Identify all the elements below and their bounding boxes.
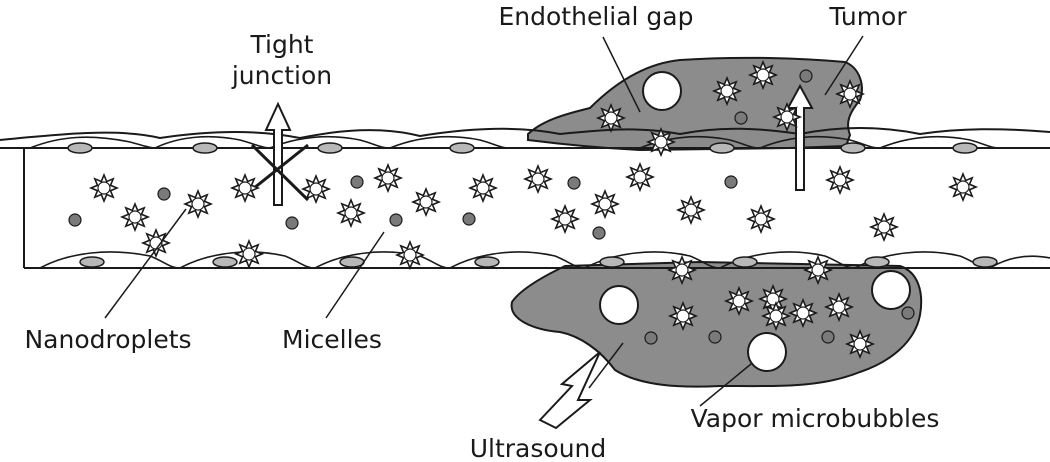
nanodroplet-core xyxy=(843,87,857,101)
nanodroplet-core xyxy=(877,220,891,234)
nanodroplet-core xyxy=(732,294,746,308)
tight-junction-label-line1: Tight xyxy=(250,30,314,59)
nanodroplet-core xyxy=(720,84,734,98)
micelle xyxy=(350,175,364,189)
nanodroplet-core xyxy=(853,337,867,351)
micelle xyxy=(592,226,606,240)
micelle xyxy=(68,213,82,227)
nanodroplet-core xyxy=(128,210,142,224)
microbubble xyxy=(642,71,682,111)
micelle xyxy=(799,69,813,83)
nanodroplet-core xyxy=(766,292,780,306)
nanodroplet-core xyxy=(956,180,970,194)
micelles-label: Micelles xyxy=(282,325,382,354)
tight-junction-label-line2: junction xyxy=(231,61,332,90)
nanodroplet-core xyxy=(97,181,111,195)
endothelial-cells-upper xyxy=(29,135,1001,149)
nanodroplet-core xyxy=(654,135,668,149)
nanodroplet-core xyxy=(531,172,545,186)
nanodroplet-core xyxy=(381,171,395,185)
nanodroplet-core xyxy=(754,212,768,226)
vessel-wall-upper xyxy=(0,127,1050,149)
nanodroplet-core xyxy=(756,68,770,82)
nanodroplet-core xyxy=(598,197,612,211)
microbubble xyxy=(871,270,911,310)
micelle xyxy=(462,212,476,226)
nanodroplets-label: Nanodroplets xyxy=(24,325,191,354)
nanodroplet-core xyxy=(419,195,433,209)
endothelial-gap-label: Endothelial gap xyxy=(499,2,694,31)
nanodroplet-core xyxy=(604,111,618,125)
tumor-label: Tumor xyxy=(828,2,907,31)
nanodroplet-core xyxy=(476,181,490,195)
micelle xyxy=(644,331,658,345)
micelle xyxy=(734,111,748,125)
micelle xyxy=(285,216,299,230)
nanodroplet-core xyxy=(558,212,572,226)
ultrasound-label: Ultrasound xyxy=(470,434,607,462)
nanodroplet-core xyxy=(242,247,256,261)
micelle xyxy=(567,176,581,190)
nanodroplet-core xyxy=(676,309,690,323)
vapor-microbubbles-label: Vapor microbubbles xyxy=(691,404,940,433)
vessel-lumen xyxy=(24,148,1050,268)
ultrasound-bolt-icon xyxy=(538,351,601,430)
nanodroplet-core xyxy=(675,263,689,277)
tumor-region-lower xyxy=(510,260,923,388)
vapor-microbubbles xyxy=(599,71,911,372)
nuclei-lower xyxy=(79,256,998,268)
microbubble xyxy=(599,285,639,325)
nanodroplet-core xyxy=(238,181,252,195)
nanodroplet-core xyxy=(684,203,698,217)
vessel-wall-lower xyxy=(23,148,1050,269)
microbubble xyxy=(747,332,787,372)
nanodroplet-core xyxy=(780,110,794,124)
nanodroplet-core xyxy=(811,263,825,277)
nanodroplet-core xyxy=(796,306,810,320)
micelle xyxy=(821,330,835,344)
micelle xyxy=(708,330,722,344)
nanodroplet-core xyxy=(832,300,846,314)
nanodroplet-core xyxy=(344,206,358,220)
micelle xyxy=(724,175,738,189)
nanodroplet-core xyxy=(833,173,847,187)
leader-lines xyxy=(104,35,864,407)
micelle xyxy=(389,213,403,227)
nanodroplet-core xyxy=(309,182,323,196)
nanodroplet-core xyxy=(191,197,205,211)
nuclei-upper xyxy=(67,142,978,154)
micelle xyxy=(157,187,171,201)
nanodroplets xyxy=(88,59,979,360)
micelles xyxy=(68,69,915,345)
micelle xyxy=(901,306,915,320)
nanodroplet-core xyxy=(403,248,417,262)
nanodroplet-core xyxy=(633,170,647,184)
nanodroplet-core xyxy=(769,309,783,323)
